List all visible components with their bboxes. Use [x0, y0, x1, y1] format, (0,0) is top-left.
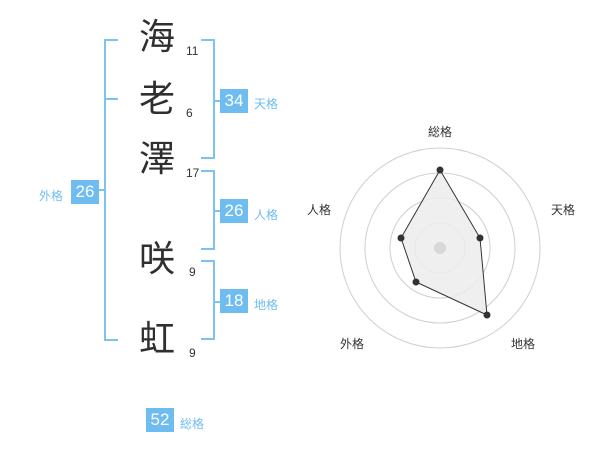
radar-label-soukaku: 総格: [428, 125, 453, 139]
stroke-count-5: 9: [189, 346, 196, 360]
tenkaku-value: 34: [220, 89, 248, 113]
soukaku-value: 52: [146, 408, 174, 432]
chikaku-label: 地格: [254, 298, 279, 312]
name-char-3: 澤: [139, 139, 176, 180]
name-char-4: 咲: [139, 239, 176, 280]
chikaku-bracket-tick: [213, 301, 221, 303]
radar-center-dot: [434, 242, 446, 254]
stroke-count-4: 9: [189, 265, 196, 279]
gaikaku-bracket-tick: [98, 189, 106, 191]
radar-point-soukaku: [436, 166, 444, 174]
stroke-count-2: 6: [186, 106, 193, 120]
jinkaku-bracket-tick: [213, 210, 221, 212]
name-char-5: 虹: [139, 319, 176, 360]
chikaku-value: 18: [220, 289, 248, 313]
tenkaku-label: 天格: [254, 97, 279, 111]
radar-label-chikaku: 地格: [511, 337, 536, 351]
radar-label-tenkaku: 天格: [551, 203, 576, 217]
tenkaku-bracket-tick: [213, 100, 221, 102]
radar-label-gaikaku: 外格: [340, 337, 365, 351]
radar-point-gaikaku: [412, 278, 420, 286]
stroke-count-1: 11: [186, 44, 199, 58]
gaikaku-label: 外格: [39, 189, 64, 203]
stroke-count-3: 17: [186, 166, 200, 180]
radar-ring-4: [339, 147, 541, 349]
tenkaku-bracket: [201, 39, 215, 159]
gaikaku-bracket-mid-tick: [104, 98, 118, 100]
soukaku-label: 総格: [180, 417, 205, 431]
radar-point-chikaku: [483, 311, 491, 319]
chikaku-bracket: [201, 260, 215, 340]
name-char-1: 海: [139, 17, 176, 58]
name-char-2: 老: [139, 79, 176, 120]
jinkaku-value: 26: [220, 199, 248, 223]
gaikaku-value: 26: [71, 180, 99, 204]
jinkaku-label: 人格: [254, 208, 279, 222]
radar-point-jinkaku: [397, 234, 405, 242]
radar-point-tenkaku: [476, 234, 484, 242]
radar-label-jinkaku: 人格: [307, 203, 332, 217]
radar-polygon: [400, 169, 488, 316]
